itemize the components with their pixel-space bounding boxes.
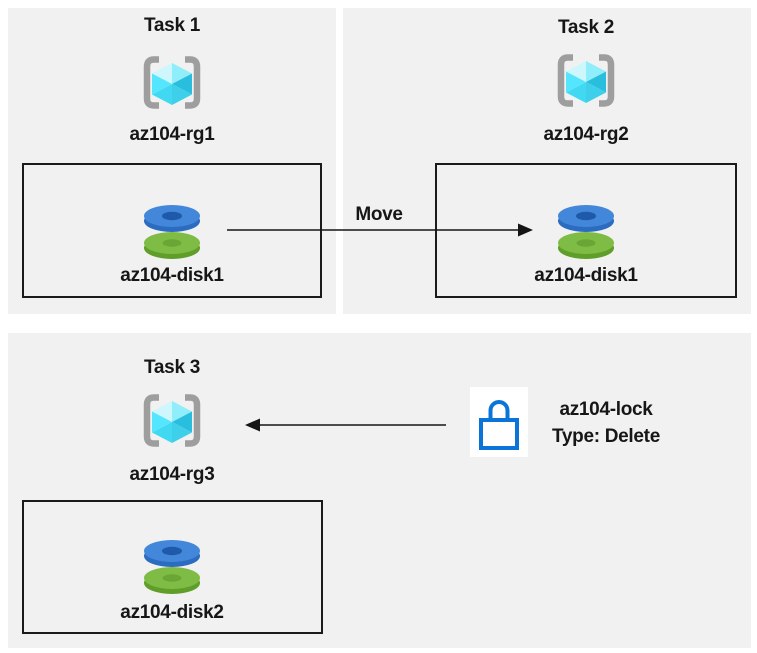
task1-disk-label: az104-disk1 <box>120 265 224 286</box>
task1-rg-label: az104-rg1 <box>129 124 215 145</box>
disk-icon <box>140 538 204 596</box>
task2-title: Task 2 <box>558 17 614 38</box>
resource-group-icon <box>142 393 202 448</box>
lock-icon <box>470 387 528 457</box>
task3-disk-box <box>22 500 323 634</box>
task1-panel: Task 1 az104-rg1 az104-disk1 <box>8 8 336 314</box>
resource-group-icon <box>142 55 202 110</box>
disk-icon <box>140 203 204 261</box>
task3-rg-label: az104-rg3 <box>129 464 215 485</box>
lock-type: Type: Delete <box>552 426 660 447</box>
task2-rg-label: az104-rg2 <box>543 124 629 145</box>
lock-caption: az104-lock Type: Delete <box>536 396 676 450</box>
task2-panel: Task 2 az104-rg2 az104-disk1 <box>343 8 751 314</box>
disk-icon <box>554 203 618 261</box>
task1-title: Task 1 <box>144 15 200 36</box>
lock-name: az104-lock <box>559 399 653 420</box>
task3-title: Task 3 <box>144 357 200 378</box>
task3-disk-label: az104-disk2 <box>120 602 224 623</box>
task2-disk-label: az104-disk1 <box>534 265 638 286</box>
move-arrow-label: Move <box>355 204 403 225</box>
task3-panel: Task 3 az104-rg3 az104-disk2 az104-lock … <box>8 333 751 648</box>
resource-group-icon <box>556 53 616 108</box>
